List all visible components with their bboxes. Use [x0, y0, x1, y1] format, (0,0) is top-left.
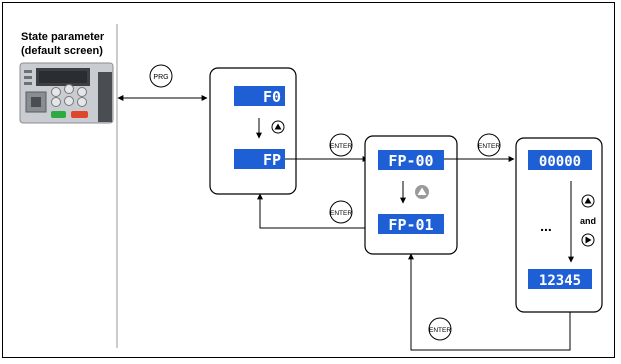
- return-connector: [260, 194, 370, 228]
- enter-button-label: ENTER: [429, 327, 451, 334]
- state-parameter-title: State parameter: [21, 31, 105, 43]
- up-triangle-circle-icon[interactable]: [272, 121, 284, 133]
- enter-button-label: ENTER: [330, 143, 352, 150]
- enter-button-label: ENTER: [478, 143, 500, 150]
- enter-button-to-value[interactable]: ENTER: [478, 134, 500, 156]
- filled-up-triangle-icon[interactable]: [415, 185, 429, 199]
- right-triangle-circle-icon[interactable]: [582, 234, 594, 246]
- and-label: and: [580, 216, 596, 226]
- value-end-display: 12345: [528, 269, 592, 289]
- up-triangle-circle-icon[interactable]: [582, 195, 594, 207]
- run-key: [51, 111, 66, 118]
- f0-display-text: F0: [263, 88, 281, 106]
- prg-button[interactable]: PRG: [150, 65, 172, 87]
- keypad-illustration: [20, 63, 113, 123]
- enter-button-confirm[interactable]: ENTER: [429, 318, 451, 340]
- fp-display: FP: [234, 149, 285, 169]
- fp00-display-text: FP-00: [388, 152, 433, 170]
- enter-button-label: ENTER: [330, 210, 352, 217]
- enter-button-back[interactable]: ENTER: [330, 201, 352, 223]
- value-start-display: 00000: [528, 150, 592, 170]
- prg-button-label: PRG: [153, 74, 168, 81]
- fp00-display: FP-00: [378, 150, 444, 170]
- stop-rst-key: [71, 111, 88, 118]
- fp-display-text: FP: [263, 151, 281, 169]
- fp01-display-text: FP-01: [388, 216, 433, 234]
- enter-button-to-menu[interactable]: ENTER: [330, 134, 352, 156]
- value-end-text: 12345: [539, 273, 581, 289]
- fp01-display: FP-01: [378, 214, 444, 234]
- value-start-text: 00000: [539, 154, 581, 170]
- ellipsis-label: ...: [540, 218, 552, 234]
- default-screen-subtitle: (default screen): [21, 45, 103, 57]
- f0-display: F0: [234, 86, 285, 106]
